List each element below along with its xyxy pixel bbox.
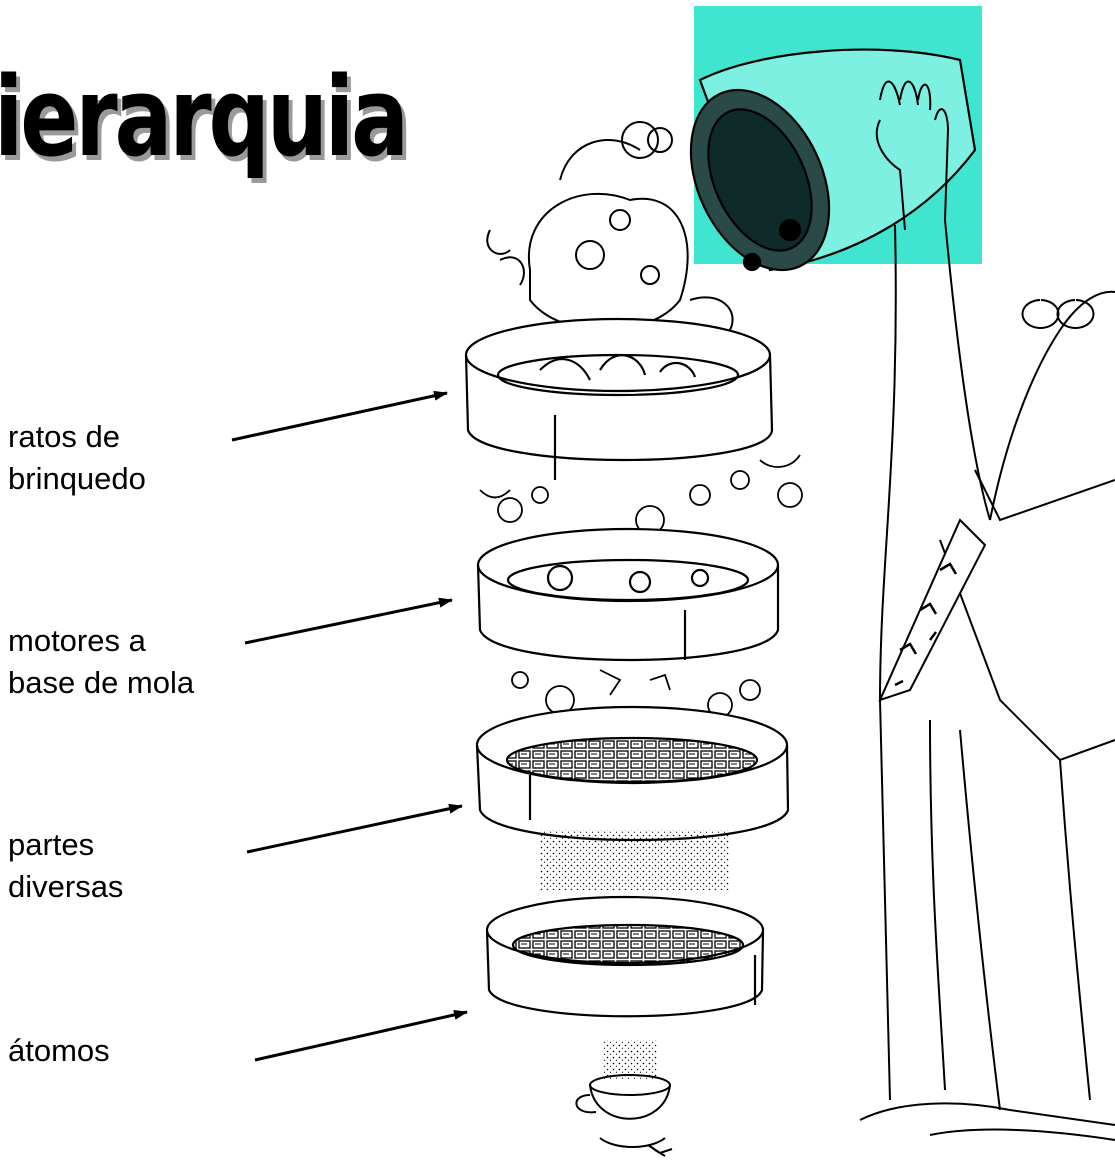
arrow-atoms xyxy=(255,1012,467,1060)
arrow-spring-motors xyxy=(245,600,452,643)
falling-mice xyxy=(480,455,802,534)
sieve-toy-rats xyxy=(466,319,772,480)
sieve-spring-motors xyxy=(478,529,778,660)
scientist-figure xyxy=(860,220,1115,1140)
arrow-toy-rats xyxy=(232,393,447,440)
teacup xyxy=(576,1075,672,1156)
sieve-atoms xyxy=(487,897,763,1016)
falling-particles xyxy=(540,830,730,890)
sieve-parts xyxy=(477,707,788,840)
arrow-parts xyxy=(247,806,462,852)
